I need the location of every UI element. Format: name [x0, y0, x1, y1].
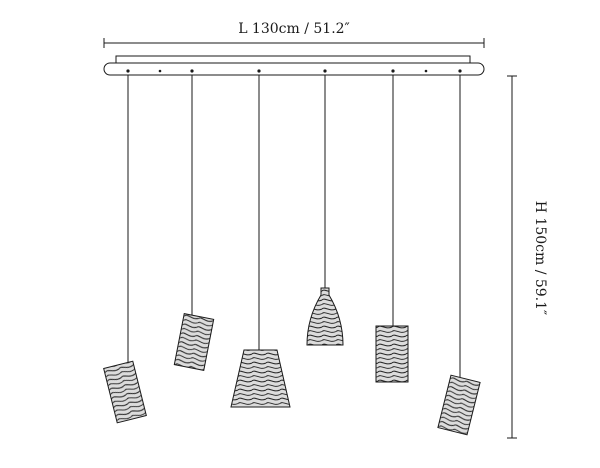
- pendant-3: [230, 75, 291, 408]
- cylinder-shade: [173, 313, 215, 371]
- pendant-5: [375, 75, 409, 383]
- cylinder-shade: [103, 360, 147, 424]
- cylinder-shade: [437, 374, 481, 436]
- cone-shade: [230, 349, 291, 408]
- height-dimension: H 150cm / 59.1″: [507, 75, 548, 439]
- height-label: H 150cm / 59.1″: [532, 201, 548, 316]
- pendant-2: [173, 75, 215, 371]
- pendant-4: [306, 75, 344, 346]
- length-dimension: L 130cm / 51.2″: [103, 21, 485, 48]
- pendant-1: [103, 75, 147, 424]
- ceiling-canopy: [103, 55, 485, 76]
- length-label: L 130cm / 51.2″: [238, 21, 350, 37]
- pendant-6: [437, 75, 481, 436]
- cylinder-shade: [375, 325, 409, 383]
- bottle-shade: [306, 287, 344, 346]
